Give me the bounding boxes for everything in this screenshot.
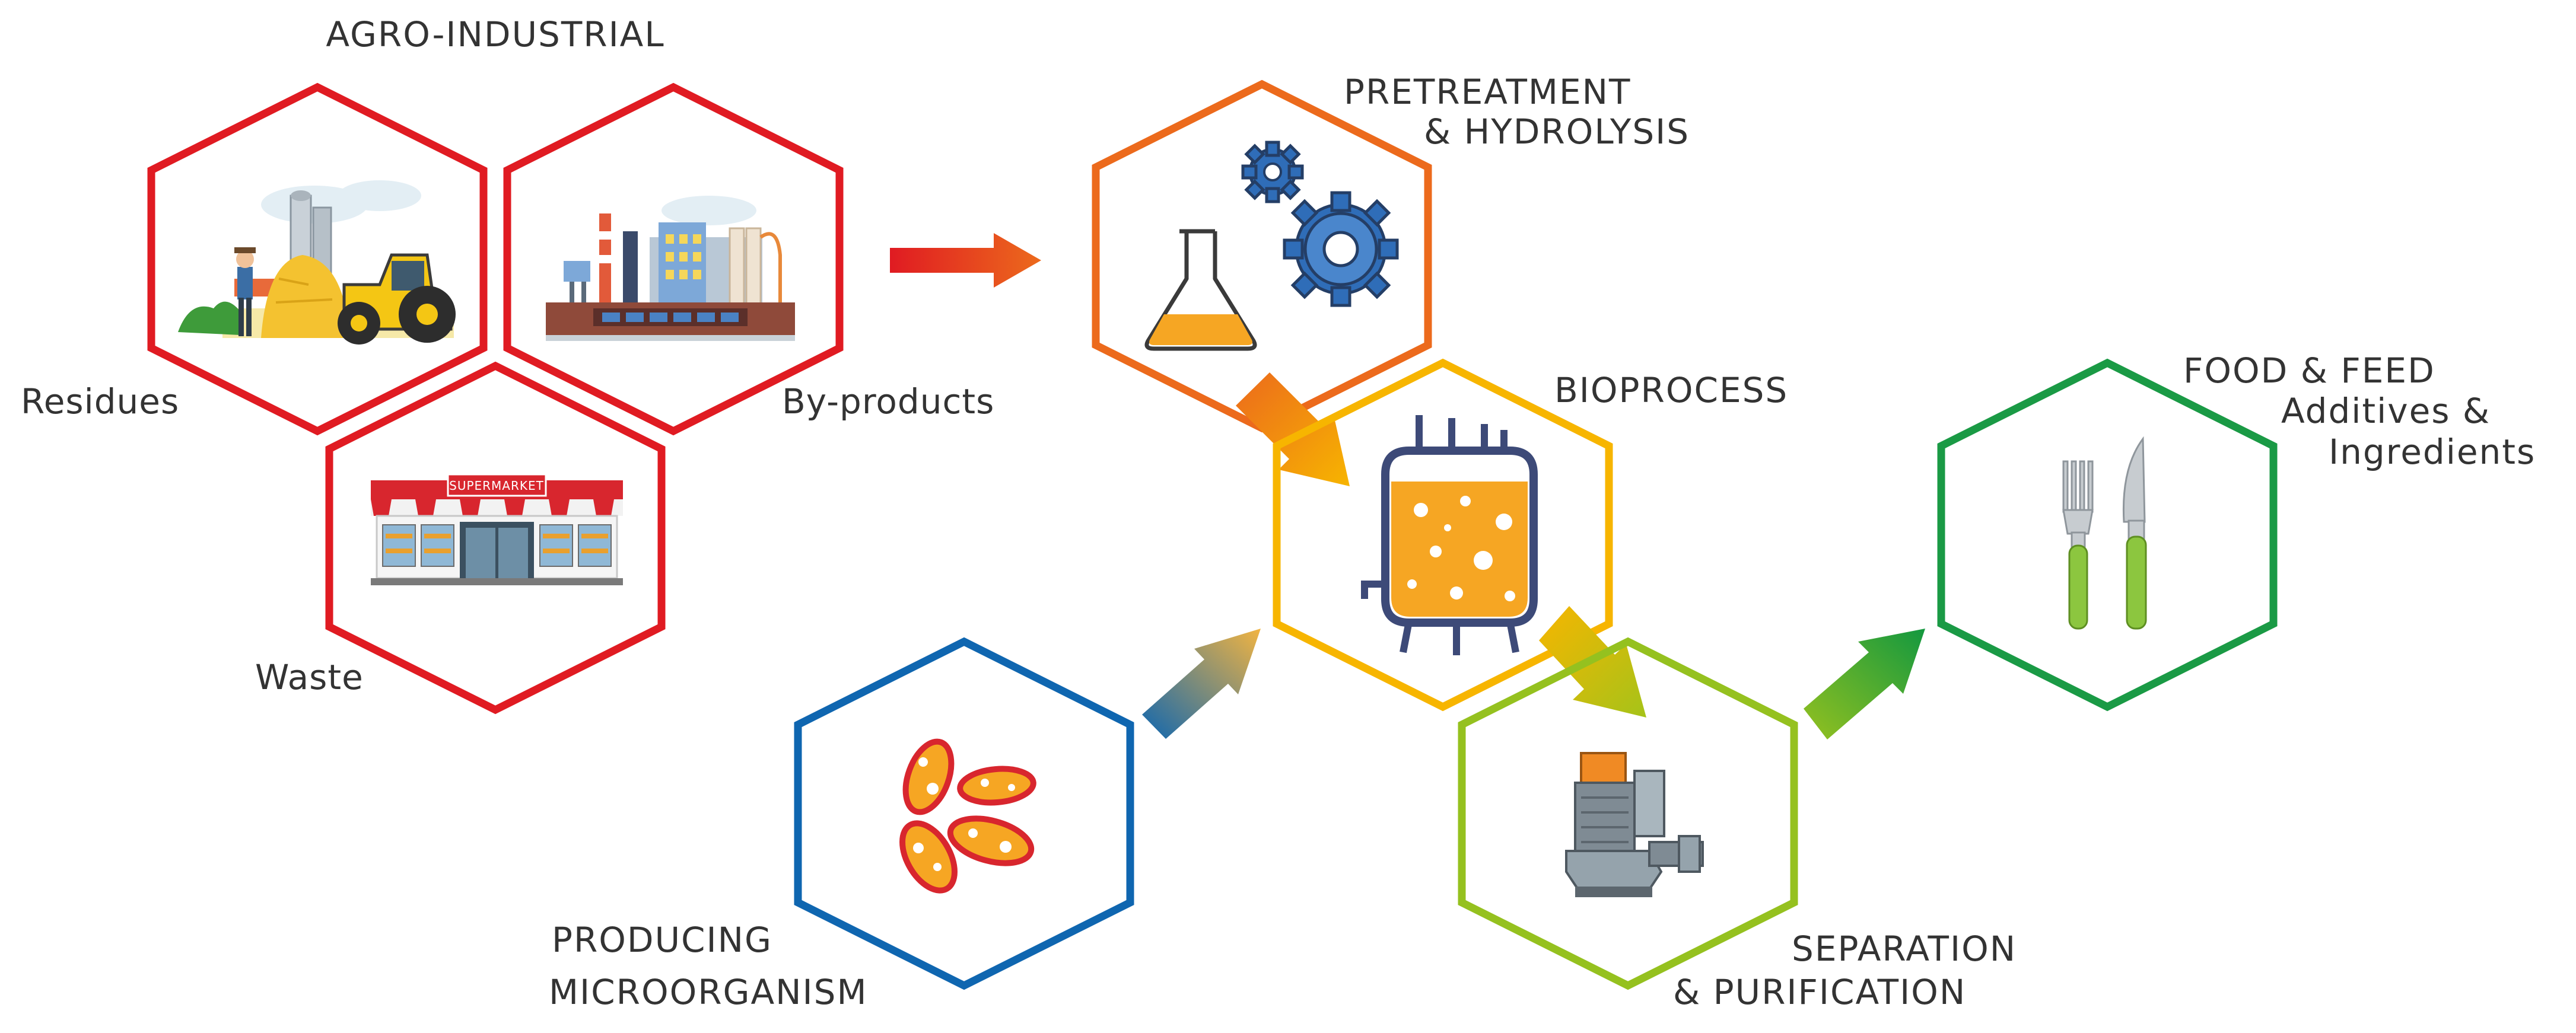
by-products-label: By-products [782,381,994,422]
separation-node [1458,637,1798,990]
by-products-node [503,82,844,436]
food-label-line2: Additives & [2281,391,2491,431]
feedstock-group: AGRO-INDUSTRIAL [21,14,994,715]
residues-label: Residues [21,381,179,422]
factory-icon [546,196,795,341]
microorganism-node [794,637,1134,990]
microorganism-hexagon [794,637,1134,990]
food-node [1937,358,2278,712]
waste-node: SUPERMARKET [325,361,666,715]
food-label-line3: Ingredients [2329,432,2536,472]
food-hexagon [1937,358,2278,712]
microbe-cells-icon [899,738,1036,894]
arrow-feedstock-to-pretreatment [890,233,1041,288]
waste-label: Waste [255,657,364,697]
food-label-line1: FOOD & FEED [2183,350,2435,391]
pretreatment-node [1092,79,1432,433]
arrow-microorganism-to-bioprocess [1142,629,1261,739]
bioprocess-label: BIOPROCESS [1554,370,1788,410]
separation-label-line1: SEPARATION [1792,929,2017,969]
farm-tractor-hay-icon [178,180,456,345]
producing-label-line2: MICROORGANISM [549,972,868,1012]
pretreatment-label-line1: PRETREATMENT [1344,72,1631,112]
by-products-hexagon [503,82,844,436]
separation-hexagon [1458,637,1798,990]
bioreactor-icon [1361,415,1538,655]
pump-icon [1565,752,1704,897]
separation-label-line2: & PURIFICATION [1673,972,1966,1012]
producing-label-line1: PRODUCING [552,920,772,960]
supermarket-sign-text: SUPERMARKET [449,479,544,493]
residues-node [147,82,488,436]
waste-hexagon [325,361,666,715]
flask-gears-icon [1144,141,1399,351]
agro-industrial-title: AGRO-INDUSTRIAL [326,14,664,55]
residues-hexagon [147,82,488,436]
fork-knife-icon [2062,436,2147,630]
arrow-separation-to-food [1804,629,1925,739]
pretreatment-label-line2: & HYDROLYSIS [1424,111,1690,152]
bioprocess-node [1273,358,1613,712]
supermarket-icon: SUPERMARKET [371,473,623,585]
bioprocess-hexagon [1273,358,1613,712]
arrow-pretreatment-to-bioprocess [1236,372,1350,486]
